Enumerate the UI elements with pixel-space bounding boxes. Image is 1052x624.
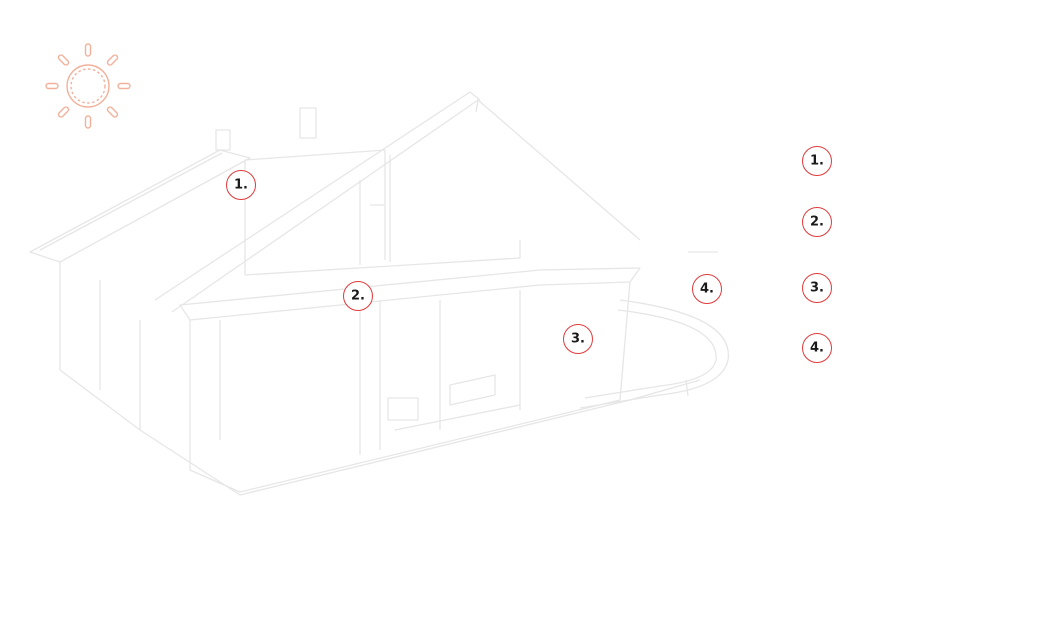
- legend-marker-2[interactable]: 2.: [802, 207, 832, 237]
- marker-4[interactable]: 4.: [692, 274, 722, 304]
- marker-3-label: 3.: [571, 331, 585, 346]
- sun-icon: [45, 43, 131, 129]
- legend-marker-4[interactable]: 4.: [802, 333, 832, 363]
- marker-1-label: 1.: [234, 177, 248, 192]
- legend-marker-3-label: 3.: [810, 280, 824, 295]
- marker-2[interactable]: 2.: [343, 281, 373, 311]
- legend-marker-3[interactable]: 3.: [802, 273, 832, 303]
- legend-marker-1[interactable]: 1.: [802, 146, 832, 176]
- legend-marker-1-label: 1.: [810, 153, 824, 168]
- marker-3[interactable]: 3.: [563, 324, 593, 354]
- legend-marker-4-label: 4.: [810, 340, 824, 355]
- marker-1[interactable]: 1.: [226, 170, 256, 200]
- marker-4-label: 4.: [700, 281, 714, 296]
- marker-2-label: 2.: [351, 288, 365, 303]
- house-cutaway-illustration: [29, 91, 730, 496]
- legend-marker-2-label: 2.: [810, 214, 824, 229]
